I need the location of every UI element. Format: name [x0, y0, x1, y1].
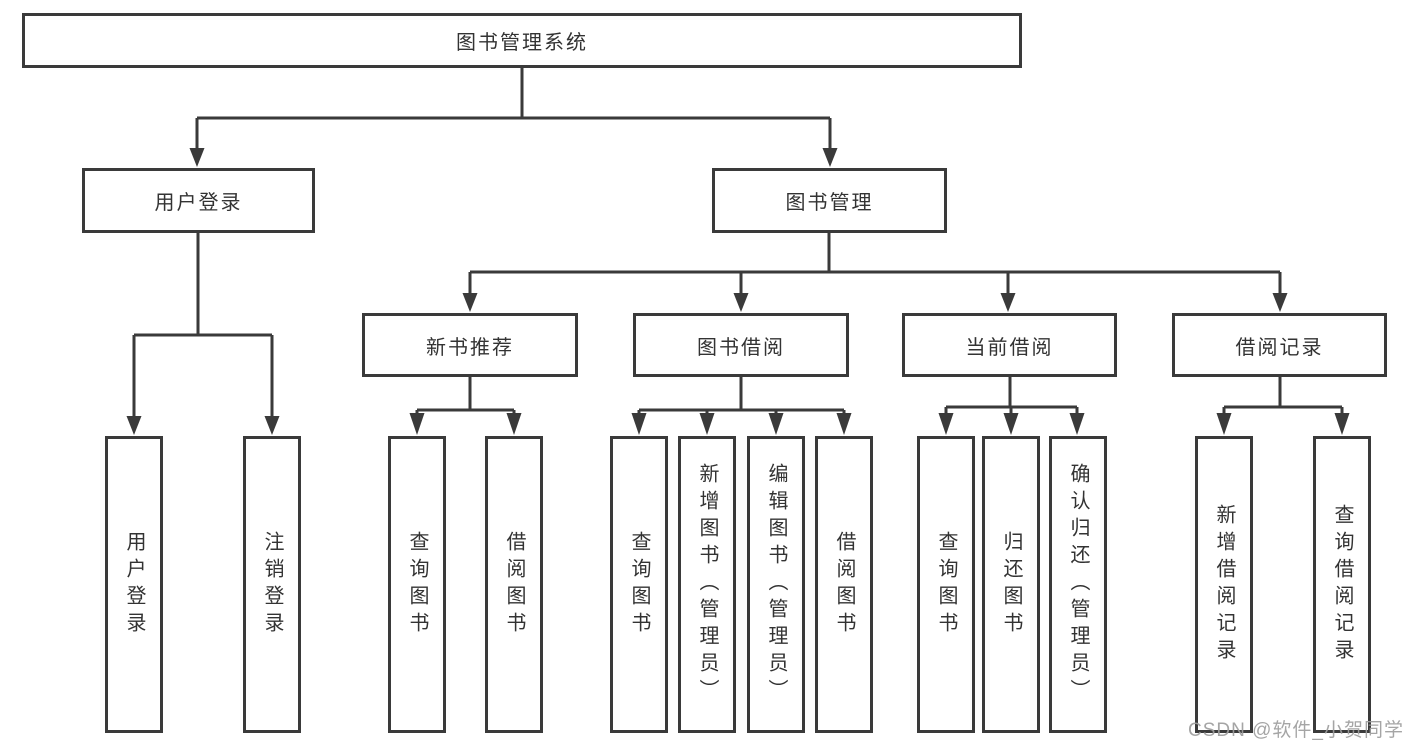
node-current-borrowing: 当前借阅	[902, 313, 1117, 377]
node-label: 图书管理系统	[456, 32, 588, 54]
node-label: 借阅记录	[1235, 336, 1324, 359]
node-label: 当前借阅	[965, 336, 1054, 359]
node-book-borrowing: 图书借阅	[633, 313, 849, 377]
node-borrowing-records: 借阅记录	[1172, 313, 1387, 377]
node-label: 新书推荐	[426, 336, 514, 359]
leaf-label: 用户登录	[123, 530, 145, 639]
leaf-add-borrow-record: 新增借阅记录	[1195, 436, 1253, 733]
leaf-edit-books-admin: 编辑图书（管理员）	[747, 436, 805, 733]
leaf-label: 借阅图书	[833, 530, 855, 639]
leaf-query-borrow-record: 查询借阅记录	[1313, 436, 1371, 733]
leaf-label: 查询图书	[628, 530, 650, 639]
node-book-management-branch: 图书管理	[712, 168, 947, 233]
leaf-add-books-admin: 新增图书（管理员）	[678, 436, 736, 733]
leaf-label: 归还图书	[1000, 530, 1022, 639]
leaf-label: 编辑图书（管理员）	[765, 463, 787, 706]
leaf-label: 确认归还（管理员）	[1067, 463, 1089, 706]
leaf-label: 新增借阅记录	[1213, 503, 1235, 666]
leaf-logout: 注销登录	[243, 436, 301, 733]
node-label: 图书管理	[785, 192, 874, 214]
leaf-label: 新增图书（管理员）	[696, 463, 718, 706]
leaf-user-login: 用户登录	[105, 436, 163, 733]
leaf-query-books-borrow: 查询图书	[610, 436, 668, 733]
leaf-query-books-current: 查询图书	[917, 436, 975, 733]
node-root-system: 图书管理系统	[22, 13, 1022, 68]
leaf-label: 注销登录	[261, 530, 283, 639]
leaf-label: 借阅图书	[503, 530, 525, 639]
node-new-book-recommend: 新书推荐	[362, 313, 578, 377]
node-label: 图书借阅	[697, 336, 785, 359]
leaf-borrow-books: 借阅图书	[815, 436, 873, 733]
leaf-label: 查询图书	[935, 530, 957, 639]
node-label: 用户登录	[154, 192, 243, 214]
csdn-watermark: CSDN @软件_小贺同学	[1188, 720, 1404, 741]
node-user-login-branch: 用户登录	[82, 168, 315, 233]
leaf-borrow-books-newbook: 借阅图书	[485, 436, 543, 733]
leaf-confirm-return-admin: 确认归还（管理员）	[1049, 436, 1107, 733]
leaf-query-books-newbook: 查询图书	[388, 436, 446, 733]
leaf-label: 查询图书	[406, 530, 428, 639]
leaf-return-books: 归还图书	[982, 436, 1040, 733]
leaf-label: 查询借阅记录	[1331, 503, 1353, 666]
